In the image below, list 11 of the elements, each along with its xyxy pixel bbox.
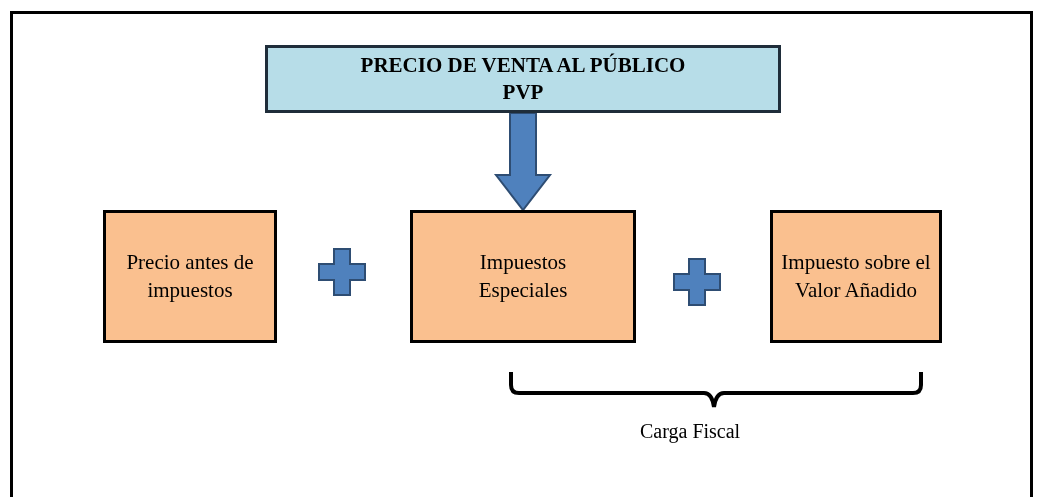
node-text: PRECIO DE VENTA AL PÚBLICO xyxy=(360,51,686,79)
process-box xyxy=(410,210,636,343)
process-box xyxy=(103,210,277,343)
process-box xyxy=(770,210,942,343)
title-box xyxy=(265,45,781,113)
node-text: PVP xyxy=(502,79,544,106)
brace-label: Carga Fiscal xyxy=(640,420,741,443)
block-arrow xyxy=(493,112,553,212)
node-text: Precio antes de impuestos xyxy=(125,249,255,304)
node-text: Impuesto sobre el Valor Añadido xyxy=(780,249,932,304)
node-text: Impuestos Especiales xyxy=(477,249,569,304)
